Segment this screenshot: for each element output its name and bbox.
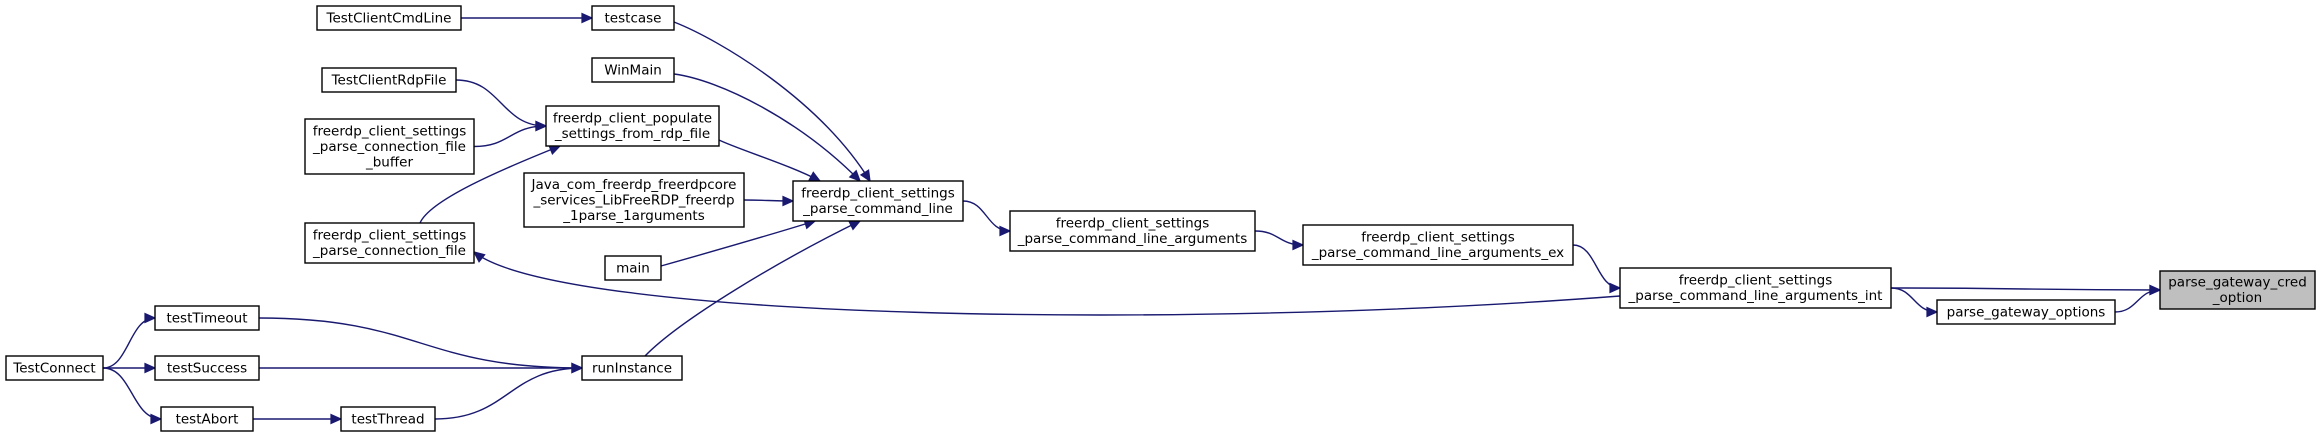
node-conn_file[interactable]: freerdp_client_settings_parse_connection…: [304, 222, 475, 264]
node-box: [591, 57, 675, 83]
node-label: testSuccess: [167, 360, 247, 376]
node-box: [316, 5, 462, 31]
node-conn_buffer[interactable]: freerdp_client_settings_parse_connection…: [304, 118, 475, 175]
node-runInstance[interactable]: runInstance: [581, 355, 683, 381]
node-TestConnect[interactable]: TestConnect: [5, 355, 104, 381]
node-box: [1619, 267, 1892, 309]
node-label: _buffer: [365, 154, 413, 170]
node-box: [1936, 299, 2116, 325]
edge-testThread-to-testAbort: [253, 413, 343, 425]
edge-testTimeout-to-TestConnect: [102, 312, 157, 369]
node-label: _parse_command_line_arguments_ex: [1311, 245, 1564, 261]
node-testThread[interactable]: testThread: [340, 406, 436, 432]
node-box: [581, 355, 683, 381]
node-testcase[interactable]: testcase: [591, 5, 675, 31]
node-java[interactable]: Java_com_freerdp_freerdpcore_services_Li…: [523, 172, 745, 228]
node-box: [604, 255, 662, 281]
node-label: testTimeout: [166, 310, 247, 326]
node-args[interactable]: freerdp_client_settings_parse_command_li…: [1009, 210, 1256, 252]
node-label: testcase: [605, 10, 662, 26]
node-box: [304, 118, 475, 175]
node-label: TestClientCmdLine: [326, 10, 452, 26]
node-label: freerdp_client_settings: [801, 186, 954, 202]
node-args_int[interactable]: freerdp_client_settings_parse_command_li…: [1619, 267, 1892, 309]
node-box: [5, 355, 104, 381]
edge-cmdline-to-testcase: [673, 21, 871, 183]
node-label: freerdp_client_settings: [1361, 230, 1514, 246]
node-label: _parse_command_line_arguments: [1017, 231, 1248, 247]
edge-args-to-cmdline: [962, 200, 1012, 237]
node-WinMain[interactable]: WinMain: [591, 57, 675, 83]
node-box: [340, 406, 436, 432]
node-label: main: [616, 260, 650, 276]
node-box: [523, 172, 745, 228]
node-label: parse_gateway_options: [1947, 304, 2106, 320]
node-label: _services_LibFreeRDP_freerdp: [532, 192, 734, 208]
edge-runInstance-to-testThread: [434, 362, 584, 420]
node-testSuccess[interactable]: testSuccess: [154, 355, 260, 381]
edge-testAbort-to-TestConnect: [102, 367, 163, 425]
edge-cmdline-to-WinMain: [673, 73, 862, 183]
node-label: freerdp_client_settings: [313, 228, 466, 244]
node-box: [1302, 224, 1574, 266]
node-label: freerdp_client_settings: [1679, 273, 1832, 289]
edge-runInstance-to-testTimeout: [258, 317, 584, 374]
node-label: WinMain: [604, 62, 662, 78]
edge-runInstance-to-testSuccess: [259, 362, 584, 374]
node-testTimeout[interactable]: testTimeout: [154, 305, 260, 331]
node-label: freerdp_client_settings: [313, 123, 466, 139]
edge-parse_gateway_cred_option-to-args_int: [1890, 284, 2162, 296]
edge-cmdline-to-runInstance: [644, 220, 862, 357]
node-TestClientRdpFile[interactable]: TestClientRdpFile: [321, 67, 457, 93]
node-box: [792, 180, 964, 222]
node-box: [545, 105, 720, 147]
node-label: testAbort: [176, 411, 239, 427]
edge-cmdline-to-java: [743, 195, 795, 207]
edge-testcase-to-TestClientCmdLine: [461, 12, 594, 24]
node-label: _parse_connection_file: [312, 139, 466, 155]
node-box: [1009, 210, 1256, 252]
edge-args_ex-to-args: [1254, 230, 1305, 251]
node-main[interactable]: main: [604, 255, 662, 281]
node-label: _1parse_1arguments: [562, 208, 704, 224]
nodes-layer: parse_gateway_cred_option parse_gateway_o…: [5, 5, 2316, 432]
node-label: Java_com_freerdp_freerdpcore: [531, 177, 737, 193]
node-TestClientCmdLine[interactable]: TestClientCmdLine: [316, 5, 462, 31]
node-box: [591, 5, 675, 31]
node-box: [321, 67, 457, 93]
node-label: _settings_from_rdp_file: [554, 126, 710, 142]
node-cmdline[interactable]: freerdp_client_settings_parse_command_li…: [792, 180, 964, 222]
node-label: _parse_command_line_arguments_int: [1628, 288, 1883, 304]
node-label: parse_gateway_cred: [2168, 275, 2307, 291]
node-populate[interactable]: freerdp_client_populate_settings_from_rd…: [545, 105, 720, 147]
node-box: [154, 355, 260, 381]
node-label: TestConnect: [12, 360, 95, 376]
node-label: _option: [2212, 290, 2262, 306]
node-label: TestClientRdpFile: [331, 72, 447, 88]
node-parse_gateway_options[interactable]: parse_gateway_options: [1936, 299, 2116, 325]
node-box: [154, 305, 260, 331]
node-label: _parse_connection_file: [312, 243, 466, 259]
node-parse_gateway_cred_option[interactable]: parse_gateway_cred_option: [2159, 270, 2316, 310]
edge-args_int-to-conn_file: [472, 251, 1621, 316]
edge-args_int-to-args_ex: [1572, 244, 1622, 294]
node-box: [160, 406, 254, 432]
edge-populate-to-conn_buffer: [473, 120, 548, 148]
edges-layer: [102, 12, 2162, 425]
node-label: freerdp_client_populate: [553, 111, 712, 127]
node-args_ex[interactable]: freerdp_client_settings_parse_command_li…: [1302, 224, 1574, 266]
node-box: [2159, 270, 2316, 310]
node-label: freerdp_client_settings: [1056, 216, 1209, 232]
edge-testSuccess-to-TestConnect: [103, 362, 157, 374]
edge-parse_gateway_options-to-args_int: [1890, 287, 1939, 318]
node-box: [304, 222, 475, 264]
node-testAbort[interactable]: testAbort: [160, 406, 254, 432]
node-label: _parse_command_line: [802, 201, 953, 217]
node-label: testThread: [351, 411, 424, 427]
node-label: runInstance: [592, 360, 672, 376]
